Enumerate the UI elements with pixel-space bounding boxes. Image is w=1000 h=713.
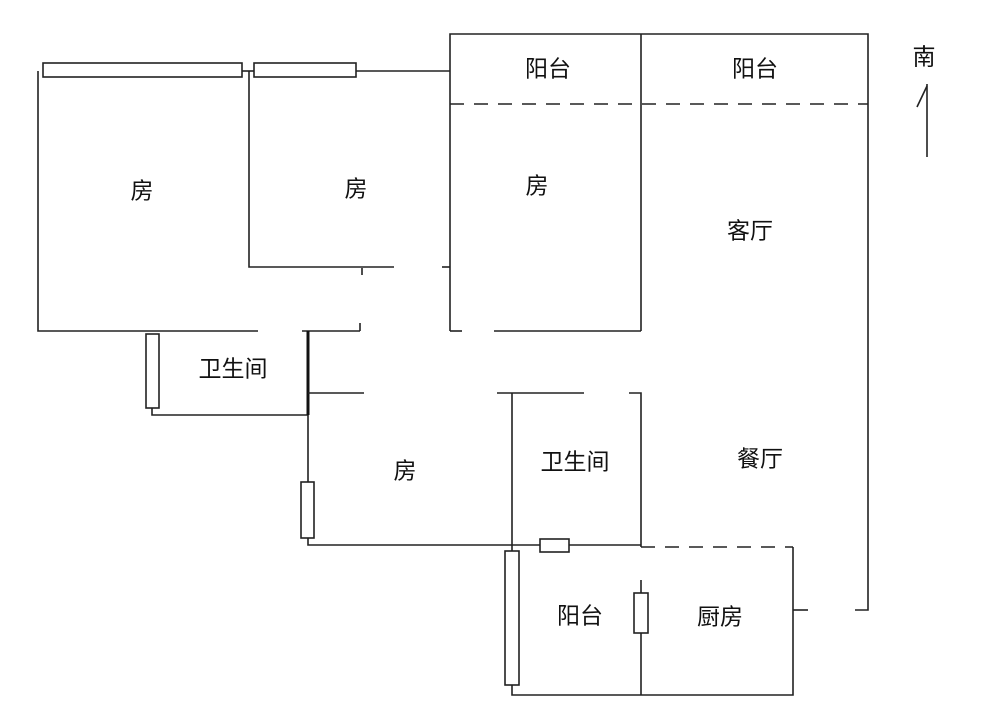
room-label-kitchen: 厨房 xyxy=(697,605,743,631)
walls xyxy=(37,33,869,696)
window xyxy=(504,550,520,686)
room-label-bathroom-1: 卫生间 xyxy=(199,357,268,383)
window xyxy=(300,481,315,539)
room-label-bedroom-3: 房 xyxy=(526,174,549,200)
window xyxy=(633,592,649,634)
room-label-balcony-3: 阳台 xyxy=(557,604,603,630)
compass-label: 南 xyxy=(913,45,936,71)
room-label-bedroom-2: 房 xyxy=(345,177,368,203)
window xyxy=(253,62,357,78)
room-label-bathroom-2: 卫生间 xyxy=(541,450,610,476)
window xyxy=(539,538,570,553)
north-arrow-icon: 南 xyxy=(913,45,936,157)
room-label-bedroom-4: 房 xyxy=(394,459,417,485)
room-label-balcony-1: 阳台 xyxy=(525,57,571,83)
room-label-living-room: 客厅 xyxy=(727,219,773,245)
windows xyxy=(42,62,649,686)
room-label-dining-room: 餐厅 xyxy=(737,447,783,473)
window xyxy=(42,62,243,78)
room-label-balcony-2: 阳台 xyxy=(732,57,778,83)
window xyxy=(145,333,160,409)
room-labels: 房 房 房 房 阳台 阳台 阳台 客厅 餐厅 卫生间 卫生间 厨房 xyxy=(131,57,784,631)
room-label-bedroom-1: 房 xyxy=(131,179,154,205)
